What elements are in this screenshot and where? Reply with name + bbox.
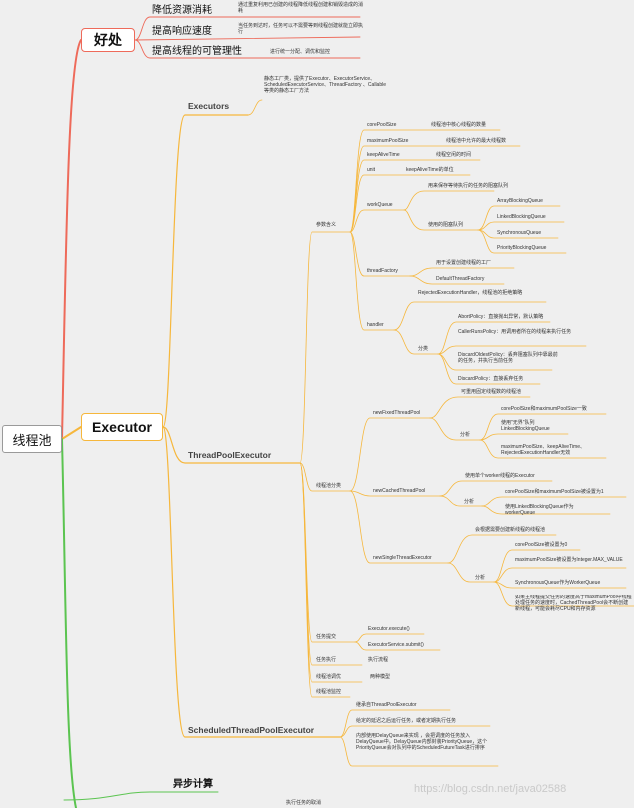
- params-node[interactable]: 参数含义: [316, 222, 337, 228]
- threadfactory-default: DefaultThreadFactory: [436, 276, 485, 282]
- monitor-node[interactable]: 线程池监控: [316, 689, 342, 695]
- param-workqueue[interactable]: workQueue: [367, 202, 393, 208]
- queue-priority[interactable]: PriorityBlockingQueue: [497, 245, 547, 251]
- async-cancel: 执行任务的取消: [286, 800, 322, 806]
- pool-fixed-desc: 可重用固定线程数的线程池: [461, 389, 522, 395]
- benefit-desc-2: 当任务到达时，任务可以不需要等到线程创建就能立即执行: [238, 23, 364, 35]
- pool-cached-desc: 使用单个worker线程的Executor: [465, 473, 535, 479]
- submit-execute[interactable]: Executor.execute(): [368, 626, 410, 632]
- executors-desc: 静态工厂类，提供了Executor、ExecutorService、Schedu…: [264, 76, 387, 94]
- executor-node[interactable]: Executor: [81, 413, 163, 441]
- pools-node[interactable]: 线程池分类: [316, 483, 342, 489]
- pool-fixed-analysis: 分析: [460, 432, 471, 438]
- queue-linked[interactable]: LinkedBlockingQueue: [497, 214, 546, 220]
- watermark-text: https://blog.csdn.net/java02588: [414, 783, 567, 795]
- stpe-item-1: 继承自ThreadPoolExecutor: [356, 702, 417, 708]
- param-handler[interactable]: handler: [367, 322, 384, 328]
- policy-discard-oldest[interactable]: DiscardOldestPolicy：丢弃阻塞队列中靠最前的任务，并执行当前任…: [458, 352, 558, 364]
- param-keepalivetime-desc: 线程空闲的时间: [436, 152, 472, 158]
- submit-node[interactable]: 任务提交: [316, 634, 337, 640]
- param-keepalivetime[interactable]: keepAliveTime: [367, 152, 400, 158]
- fixed-item-3: maximumPoolSize、keepAliveTime、RejectedEx…: [501, 444, 586, 456]
- handler-desc: RejectedExecutionHandler，线程池的拒绝策略: [418, 290, 523, 296]
- async-node[interactable]: 异步计算: [173, 779, 213, 790]
- pool-fixed[interactable]: newFixedThreadPool: [373, 410, 421, 416]
- executors-node[interactable]: Executors: [188, 101, 230, 111]
- policy-caller-runs[interactable]: CallerRunsPolicy：用调用者所在的线程来执行任务: [458, 329, 572, 335]
- benefit-desc-1: 通过重复利用已创建的线程降低线程创建和销毁造成的消耗: [238, 2, 364, 14]
- scheduled-executor-node[interactable]: ScheduledThreadPoolExecutor: [188, 725, 315, 735]
- single-item-4: 如果主线程提交任务的速度高于maximumPool中线程处理任务的速度时，Cac…: [515, 595, 632, 612]
- queue-synchronous[interactable]: SynchronousQueue: [497, 230, 542, 236]
- benefit-title-1[interactable]: 降低资源消耗: [152, 5, 212, 16]
- threadpoolexecutor-node[interactable]: ThreadPoolExecutor: [188, 450, 272, 460]
- pool-cached-analysis: 分析: [464, 499, 475, 505]
- policy-abort[interactable]: AbortPolicy：直接抛出异常，默认策略: [458, 314, 544, 320]
- queue-array[interactable]: ArrayBlockingQueue: [497, 198, 543, 204]
- benefits-node[interactable]: 好处: [81, 28, 135, 52]
- root-node[interactable]: 线程池: [2, 425, 62, 453]
- param-workqueue-desc: 用来保存等待执行的任务的阻塞队列: [428, 183, 509, 189]
- single-item-3: SynchronousQueue作为WorkerQueue: [515, 580, 601, 586]
- cached-item-2: 使用LinkedBlockingQueue作为workerQueue: [505, 504, 574, 516]
- param-corepoolsize[interactable]: corePoolSize: [367, 122, 397, 128]
- workqueue-used: 使用的阻塞队列: [428, 222, 464, 228]
- tune-node[interactable]: 线程池调优: [316, 674, 342, 680]
- stpe-item-2: 给定的延迟之后运行任务，或者定期执行任务: [356, 718, 457, 724]
- cached-item-1: corePoolSize和maximumPoolSize被设置为1: [505, 489, 604, 495]
- run-desc: 执行流程: [368, 657, 389, 663]
- tune-desc: 两种模型: [370, 674, 391, 680]
- param-corepoolsize-desc: 线程池中核心线程的数量: [431, 122, 487, 128]
- pool-cached[interactable]: newCachedThreadPool: [373, 488, 426, 494]
- param-maximumpoolsize-desc: 线程池中允许的最大线程数: [446, 138, 507, 144]
- param-threadfactory[interactable]: threadFactory: [367, 268, 398, 274]
- pool-single-desc: 会根据需要创建新线程的线程池: [475, 527, 546, 533]
- fixed-item-2: 使用"无界"队列LinkedBlockingQueue: [501, 420, 550, 432]
- single-item-1: corePoolSize被设置为0: [515, 542, 568, 548]
- param-unit-desc: keepAliveTime的单位: [406, 167, 454, 173]
- benefit-title-3[interactable]: 提高线程的可管理性: [152, 46, 242, 57]
- pool-single-analysis: 分析: [475, 575, 486, 581]
- run-node[interactable]: 任务执行: [316, 657, 337, 663]
- benefit-desc-3: 进行统一分配、调优和监控: [270, 49, 331, 55]
- param-unit[interactable]: unit: [367, 167, 376, 173]
- benefit-title-2[interactable]: 提高响应速度: [152, 26, 212, 37]
- stpe-item-3: 内部使用DelayQueue来实现 ，会把调度的任务放入DelayQueue中。…: [356, 733, 488, 751]
- fixed-item-1: corePoolSize和maximumPoolSize一致: [501, 406, 587, 412]
- handler-category: 分类: [418, 346, 429, 352]
- pool-single[interactable]: newSingleThreadExecutor: [373, 555, 432, 561]
- policy-discard[interactable]: DiscardPolicy：直接丢弃任务: [458, 376, 524, 382]
- submit-submit[interactable]: ExecutorService.submit(): [368, 642, 424, 648]
- threadfactory-desc: 用于设置创建线程的工厂: [436, 260, 492, 266]
- single-item-2: maximumPoolSize被设置为Integer.MAX_VALUE: [515, 557, 623, 563]
- param-maximumpoolsize[interactable]: maximumPoolSize: [367, 138, 409, 144]
